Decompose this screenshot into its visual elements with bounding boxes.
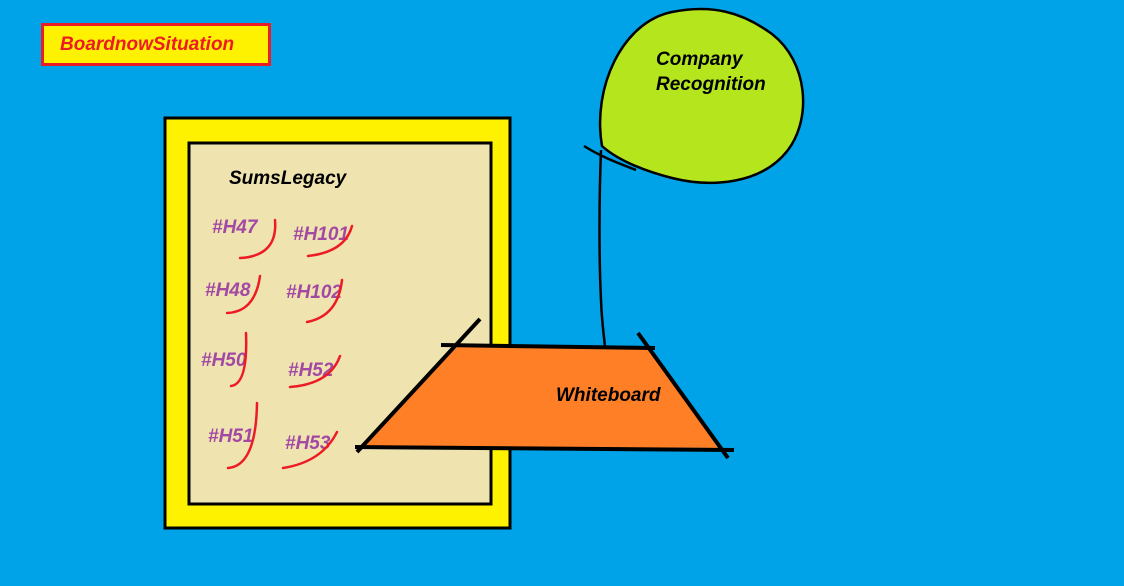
whiteboard: Whiteboard	[354, 317, 735, 460]
checkmark-icon	[229, 331, 248, 388]
checkmarks	[225, 218, 354, 470]
checkmark-icon	[288, 354, 342, 389]
whiteboard-edge-top	[440, 343, 656, 350]
board-item-h47: #H47	[212, 217, 259, 238]
board-item-h50: #H50	[201, 350, 247, 371]
whiteboard-edge-left	[355, 317, 482, 454]
bubble-label-line2: Recognition	[656, 74, 766, 95]
board-paper	[187, 141, 493, 506]
board-label: SumsLegacy	[229, 168, 348, 189]
board-items: #H47 #H101 #H48 #H102 #H50 #H52 #H51 #H5…	[201, 217, 349, 454]
whiteboard-label: Whiteboard	[556, 385, 661, 406]
checkmark-icon	[226, 401, 259, 470]
whiteboard-shape	[360, 346, 718, 448]
bubble-shape	[598, 7, 805, 184]
board-item-h52: #H52	[288, 360, 334, 381]
speech-bubble: Company Recognition	[583, 7, 805, 184]
checkmark-icon	[281, 430, 339, 470]
board-item-h48: #H48	[205, 280, 251, 301]
whiteboard-edge-right	[636, 331, 730, 460]
board: SumsLegacy	[163, 116, 512, 530]
connector-line	[598, 149, 607, 357]
checkmark-icon	[306, 224, 354, 258]
board-item-h51: #H51	[208, 426, 253, 447]
checkmark-icon	[238, 218, 277, 260]
board-item-h53: #H53	[285, 433, 331, 454]
bubble-label-line1: Company	[656, 49, 744, 70]
board-item-h102: #H102	[286, 282, 342, 303]
checkmark-icon	[225, 274, 262, 315]
title-text: BoardnowSituation	[60, 33, 235, 55]
title-box: BoardnowSituation	[41, 23, 271, 66]
bubble-tail	[583, 144, 637, 172]
checkmark-icon	[305, 278, 344, 324]
board-item-h101: #H101	[293, 224, 349, 245]
whiteboard-edge-bottom	[354, 445, 735, 452]
